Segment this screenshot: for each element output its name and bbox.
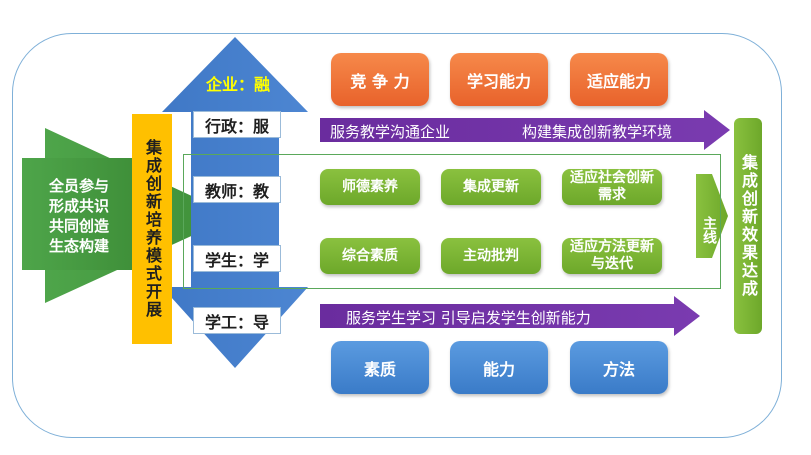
- green-box-overall-quality: 综合素质: [320, 238, 420, 274]
- bottom-box-method: 方法: [570, 341, 668, 394]
- effect-achieved-column: 集成创新效果达成: [734, 118, 762, 334]
- left-line-1: 全员参与: [48, 177, 109, 195]
- outer-frame: [12, 33, 782, 438]
- training-mode-column: 集成创新培养模式开展: [132, 114, 172, 344]
- enterprise-label: 企业：融: [205, 75, 270, 94]
- bottom-purple-arrow: [320, 296, 700, 336]
- green-box-active-critique: 主动批判: [441, 238, 541, 274]
- top-arrow-right-text: 构建集成创新教学环境: [522, 123, 673, 141]
- role-label-student-affairs: 学工：导: [193, 307, 281, 334]
- bottom-arrow-text: 服务学生学习 引导启发学生创新能力: [346, 309, 591, 327]
- left-block-text: 全员参与 形成共识 共同创造 生态构建: [24, 176, 134, 256]
- left-line-4: 生态构建: [48, 237, 109, 255]
- top-box-adaptability: 适应能力: [570, 53, 668, 106]
- left-green-arrow-body: [22, 158, 142, 270]
- green-box-social-innovation: 适应社会创新需求: [562, 169, 662, 205]
- green-box-ethics: 师德素养: [320, 169, 420, 205]
- top-box-competitiveness: 竞 争 力: [331, 53, 429, 106]
- bottom-box-ability: 能力: [450, 341, 548, 394]
- left-line-3: 共同创造: [48, 217, 109, 235]
- left-line-2: 形成共识: [48, 197, 109, 215]
- top-box-learning-ability: 学习能力: [450, 53, 548, 106]
- role-label-teacher: 教师：教: [193, 176, 281, 203]
- top-purple-arrow: [320, 110, 730, 150]
- top-arrow-left-text: 服务教学沟通企业: [330, 123, 451, 141]
- green-box-integrated-update: 集成更新: [441, 169, 541, 205]
- middle-frame: [183, 154, 721, 289]
- green-box-method-iteration: 适应方法更新与迭代: [562, 238, 662, 274]
- bottom-box-quality: 素质: [331, 341, 429, 394]
- role-label-admin: 行政：服: [193, 111, 281, 138]
- role-label-student: 学生：学: [193, 245, 281, 272]
- main-line-label: 主线: [701, 216, 717, 244]
